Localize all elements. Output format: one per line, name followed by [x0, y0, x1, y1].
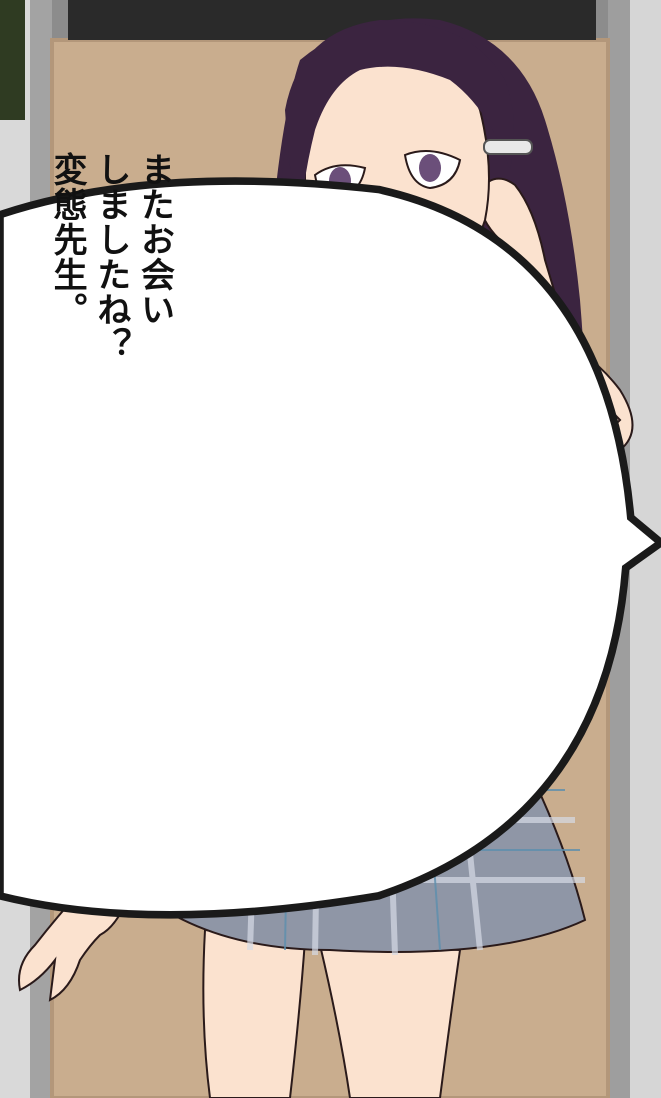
hair-clip — [483, 139, 533, 155]
speech-line-3: 変態先生。 — [47, 152, 88, 327]
iris-right — [419, 154, 441, 182]
leg-right — [318, 943, 462, 1098]
speech-bubble-text: またお会い しましたね？ 変態先生。 — [10, 152, 210, 392]
dark-corner — [0, 0, 25, 120]
speech-line-2: しましたね？ — [90, 152, 131, 362]
speech-line-1: またお会い — [134, 152, 175, 327]
leg-left — [202, 928, 307, 1098]
hair-front — [285, 20, 514, 240]
door-window — [68, 0, 596, 40]
speech-bubble-shape — [0, 177, 661, 919]
